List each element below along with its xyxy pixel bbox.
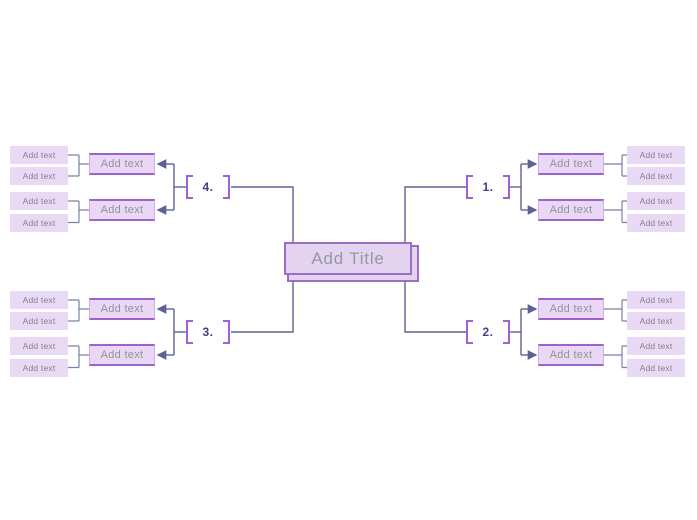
leaf-label: Add text [639, 171, 673, 181]
leaf-label: Add text [22, 295, 56, 305]
subtopic-node-1-2[interactable]: Add text [538, 199, 604, 221]
left-bracket-icon [466, 320, 473, 344]
leaf-node-1-2-2[interactable]: Add text [627, 213, 685, 232]
subtopic-node-3-2[interactable]: Add text [89, 344, 155, 366]
subtopic-label: Add text [549, 158, 593, 170]
leaf-node-3-2-1[interactable]: Add text [10, 337, 68, 355]
subtopic-node-2-2[interactable]: Add text [538, 344, 604, 366]
leaf-label: Add text [639, 295, 673, 305]
left-bracket-icon [186, 175, 193, 199]
leaf-label: Add text [639, 316, 673, 326]
leaf-node-2-1-1[interactable]: Add text [627, 291, 685, 309]
subtopic-arrow-lines [156, 159, 538, 360]
leaf-connectors [68, 154, 627, 369]
subtopic-label: Add text [549, 303, 593, 315]
central-topic-node[interactable]: Add Title [284, 242, 412, 275]
leaf-label: Add text [22, 171, 56, 181]
branch-node-1[interactable]: 1. [466, 175, 510, 199]
subtopic-label: Add text [549, 349, 593, 361]
subtopic-node-1-1[interactable]: Add text [538, 153, 604, 175]
leaf-node-3-1-1[interactable]: Add text [10, 291, 68, 309]
central-topic-label: Add Title [311, 248, 385, 268]
right-bracket-icon [222, 320, 230, 344]
branch-node-2[interactable]: 2. [466, 320, 510, 344]
right-bracket-icon [222, 175, 230, 199]
leaf-node-2-2-2[interactable]: Add text [627, 358, 685, 377]
leaf-label: Add text [22, 150, 56, 160]
leaf-label: Add text [22, 341, 56, 351]
right-bracket-icon [502, 175, 510, 199]
leaf-node-4-2-2[interactable]: Add text [10, 213, 68, 232]
leaf-node-2-2-1[interactable]: Add text [627, 337, 685, 355]
subtopic-node-4-2[interactable]: Add text [89, 199, 155, 221]
leaf-label: Add text [639, 217, 673, 228]
branch-number: 3. [202, 325, 214, 339]
leaf-node-2-1-2[interactable]: Add text [627, 312, 685, 330]
branch-node-4[interactable]: 4. [186, 175, 230, 199]
subtopic-label: Add text [549, 204, 593, 216]
leaf-label: Add text [22, 196, 56, 206]
subtopic-node-3-1[interactable]: Add text [89, 298, 155, 320]
leaf-label: Add text [22, 316, 56, 326]
branch-number: 4. [202, 180, 214, 194]
subtopic-label: Add text [100, 204, 144, 216]
leaf-node-1-2-1[interactable]: Add text [627, 192, 685, 210]
branch-node-3[interactable]: 3. [186, 320, 230, 344]
subtopic-label: Add text [100, 349, 144, 361]
leaf-node-1-1-2[interactable]: Add text [627, 167, 685, 185]
subtopic-label: Add text [100, 158, 144, 170]
leaf-label: Add text [639, 341, 673, 351]
leaf-node-4-2-1[interactable]: Add text [10, 192, 68, 210]
leaf-node-1-1-1[interactable]: Add text [627, 146, 685, 164]
branch-number: 1. [482, 180, 494, 194]
right-bracket-icon [502, 320, 510, 344]
leaf-label: Add text [22, 217, 56, 228]
subtopic-node-4-1[interactable]: Add text [89, 153, 155, 175]
branch-trunk-lines [231, 186, 466, 333]
leaf-label: Add text [22, 362, 56, 373]
subtopic-label: Add text [100, 303, 144, 315]
leaf-label: Add text [639, 150, 673, 160]
leaf-node-4-1-2[interactable]: Add text [10, 167, 68, 185]
left-bracket-icon [186, 320, 193, 344]
leaf-node-3-2-2[interactable]: Add text [10, 358, 68, 377]
leaf-node-3-1-2[interactable]: Add text [10, 312, 68, 330]
left-bracket-icon [466, 175, 473, 199]
leaf-node-4-1-1[interactable]: Add text [10, 146, 68, 164]
subtopic-node-2-1[interactable]: Add text [538, 298, 604, 320]
leaf-label: Add text [639, 362, 673, 373]
leaf-label: Add text [639, 196, 673, 206]
branch-number: 2. [482, 325, 494, 339]
